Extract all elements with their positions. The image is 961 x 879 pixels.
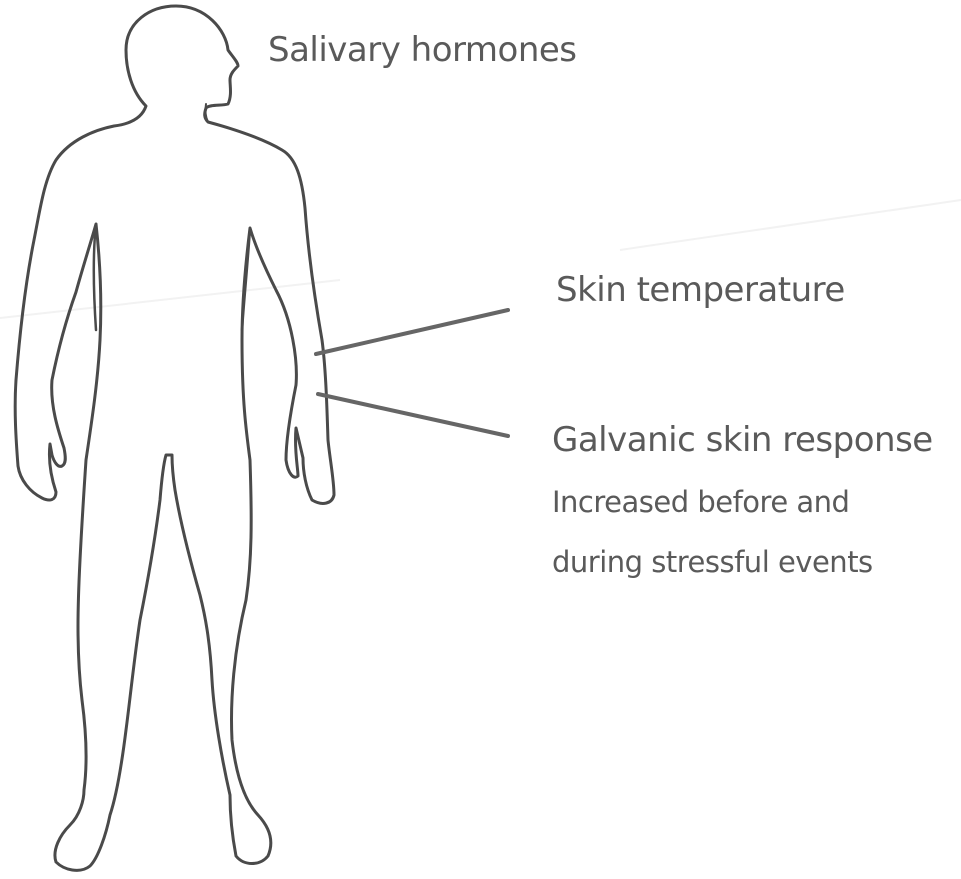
salivary-hormones-label: Salivary hormones bbox=[268, 30, 577, 70]
skin-temperature-leader-line bbox=[316, 310, 508, 354]
skin-temperature-label: Skin temperature bbox=[556, 270, 845, 310]
galvanic-skin-response-label: Galvanic skin response bbox=[552, 420, 933, 460]
left-inner-arm-contour bbox=[94, 224, 96, 330]
gsr-note-line-2: during stressful events bbox=[552, 545, 873, 579]
galvanic-skin-response-leader-line bbox=[318, 394, 508, 436]
body-outline bbox=[15, 6, 334, 870]
gsr-note-line-1: Increased before and bbox=[552, 485, 849, 519]
